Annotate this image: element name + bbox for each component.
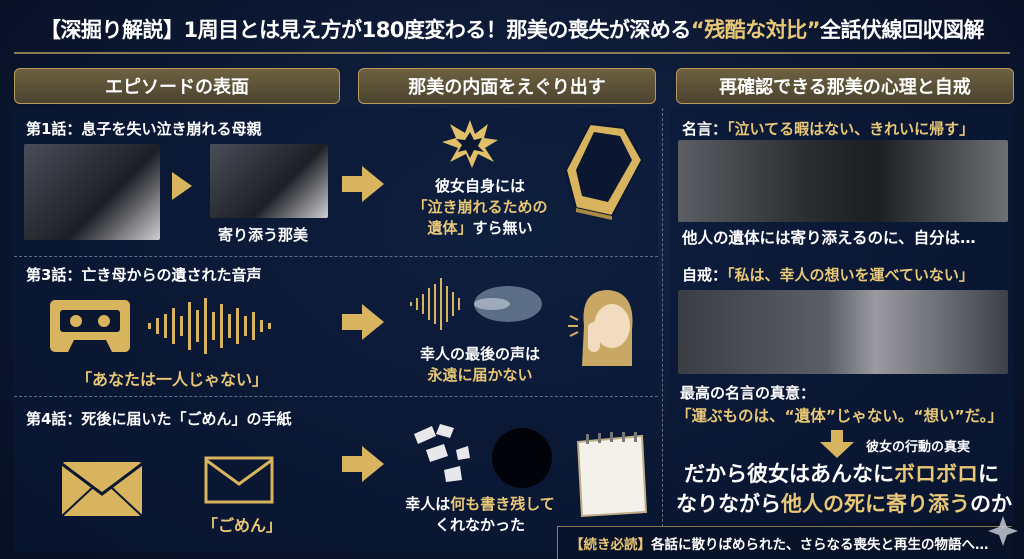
inner-line-gold: 「泣き崩れるための — [412, 198, 548, 216]
quote-2-photo — [678, 290, 1008, 374]
page-title: 【深掘り解説】1周目とは見え方が180度変わる！那美の喪失が深める“残酷な対比”… — [0, 14, 1024, 44]
inner-line: 幸人は — [405, 495, 451, 513]
header-psychology: 再確認できる那美の心理と自戒 — [676, 68, 1014, 104]
best-quote-text: 「運ぶものは、“遺体”じゃない。“想い”だ。」 — [676, 407, 1004, 425]
header-episode-surface: エピソードの表面 — [14, 68, 340, 104]
conclusion-text: に — [978, 462, 999, 486]
conclusion-highlight: 他人の死に寄り添う — [781, 492, 970, 516]
title-suffix: 全話伏線回収図解 — [820, 18, 985, 42]
sound-wave-icon — [148, 298, 271, 354]
quote-2-prefix: 自戒： — [682, 266, 728, 284]
arrow-icon — [342, 446, 384, 482]
conclusion-line-1: だから彼女はあんなにボロボロに — [684, 458, 999, 488]
title-text: 【深掘り解説】1周目とは見え方が180度変わる！那美の喪失が深める — [39, 18, 691, 42]
conclusion-line-2: なりながら他人の死に寄り添うのか — [676, 488, 1012, 518]
arrow-icon — [342, 304, 384, 340]
inner-line-gold: 何も書き残して — [450, 495, 555, 513]
quote-2: 自戒：「私は、幸人の想いを運べていない」 — [682, 264, 974, 285]
sparkle-icon — [988, 516, 1018, 546]
best-quote-label: 最高の名言の真意： — [680, 384, 816, 402]
conclusion-text: なりながら — [676, 492, 781, 516]
quote-2-text: 「私は、幸人の想いを運べていない」 — [727, 266, 974, 284]
episode-4-label: 第4話：死後に届いた「ごめん」の手紙 — [26, 410, 292, 428]
coffin-icon — [564, 122, 644, 220]
envelope-icon — [61, 462, 143, 517]
blank-notepad-icon — [576, 432, 648, 518]
episode-1-photo-mother — [24, 144, 160, 240]
quote-1-photo — [678, 140, 1008, 222]
scattered-papers-icon — [414, 424, 552, 488]
row-divider — [14, 256, 658, 257]
quote-1-caption: 他人の遺体には寄り添えるのに、自分は… — [682, 229, 976, 247]
inner-line-gold: 永遠に届かない — [427, 366, 533, 384]
row-divider — [14, 396, 658, 397]
conclusion-text: のか — [970, 492, 1012, 516]
episode-1-inner-text: 彼女自身には「泣き崩れるための遺体」すら無い — [400, 176, 560, 239]
woman-listening-icon — [568, 290, 633, 366]
down-arrow-icon — [820, 430, 854, 458]
burst-icon — [442, 120, 498, 168]
episode-3-inner-text: 幸人の最後の声は永遠に届かない — [398, 344, 562, 386]
episode-1-caption: 寄り添う那美 — [218, 226, 309, 244]
episode-3-caption: 「あなたは一人じゃない」 — [76, 370, 269, 389]
footer-text: 各話に散りばめられた、さらなる喪失と再生の物語へ… — [651, 537, 989, 553]
episode-3-label: 第3話：亡き母からの遺された音声 — [26, 266, 262, 284]
envelope-outline-icon — [204, 456, 274, 504]
conclusion-text: だから彼女はあんなに — [684, 462, 894, 486]
inner-line: 彼女自身には — [434, 177, 525, 195]
footer-banner: 【続き必読】各話に散りばめられた、さらなる喪失と再生の物語へ… — [557, 526, 1012, 559]
title-highlight: “残酷な対比” — [690, 18, 821, 42]
arrow-label: 彼女の行動の真実 — [866, 440, 971, 455]
episode-4-caption: 「ごめん」 — [202, 516, 283, 535]
header-inner: 那美の内面をえぐり出す — [358, 68, 656, 104]
quote-1-text: 「泣いてる暇はない、きれいに帰す」 — [727, 120, 975, 138]
footer-tag: 【続き必読】 — [570, 537, 651, 553]
inner-line-gold: 遺体」 — [427, 219, 473, 237]
fading-voice-icon — [410, 278, 542, 330]
title-divider — [14, 52, 1010, 54]
arrow-icon — [342, 166, 384, 202]
inner-line: すら無い — [472, 219, 533, 237]
episode-4-inner-text: 幸人は何も書き残してくれなかった — [396, 494, 564, 536]
cassette-tape-icon — [50, 300, 130, 352]
quote-1-prefix: 名言： — [682, 120, 728, 138]
conclusion-highlight: ボロボロ — [894, 462, 978, 486]
arrow-icon — [172, 172, 192, 200]
episode-1-photo-nami — [210, 144, 328, 218]
inner-line: 幸人の最後の声は — [419, 345, 540, 363]
episode-1-label: 第1話：息子を失い泣き崩れる母親 — [26, 120, 262, 138]
column-divider — [662, 108, 663, 552]
inner-line: くれなかった — [434, 516, 525, 534]
quote-1: 名言：「泣いてる暇はない、きれいに帰す」 — [682, 118, 974, 139]
